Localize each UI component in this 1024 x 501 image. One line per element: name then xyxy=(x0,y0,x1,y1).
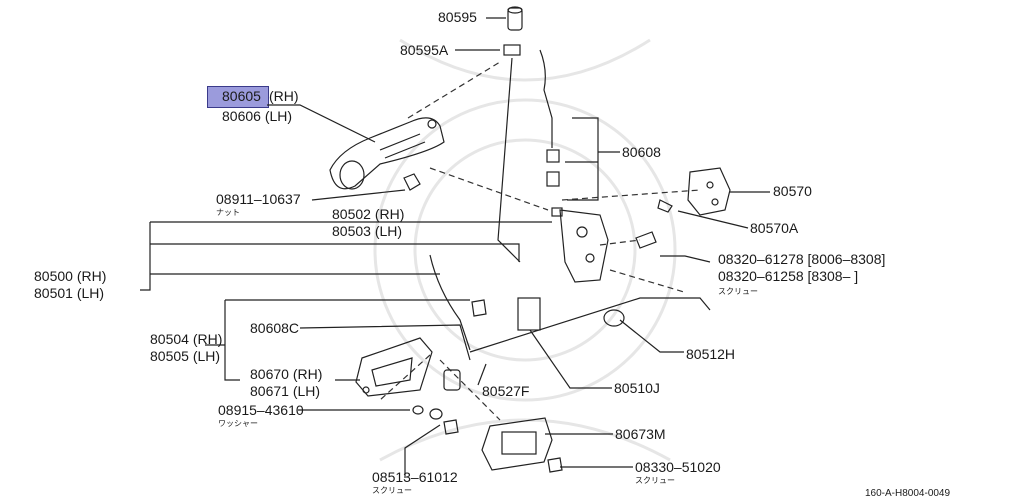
label-80670: 80670 (RH) xyxy=(250,366,323,382)
leader-80527f xyxy=(477,363,487,386)
part-08911 xyxy=(403,173,421,191)
part-80608-lower xyxy=(546,171,560,187)
label-80595: 80595 xyxy=(438,9,477,25)
leader-08911 xyxy=(311,189,406,201)
diagram-reference: 160-A-H8004-0049 xyxy=(865,488,951,499)
bracket-80500 xyxy=(140,222,151,291)
label-80503: 80503 (LH) xyxy=(332,223,403,239)
part-door-lock xyxy=(551,207,609,283)
label-80608c: 80608C xyxy=(250,320,300,336)
label-08513: 08513–61012 xyxy=(372,469,458,485)
label-80570: 80570 xyxy=(773,183,812,199)
label-80527f: 80527F xyxy=(482,383,530,399)
part-80608c xyxy=(443,369,461,391)
rod-80608 xyxy=(539,49,553,148)
part-80570 xyxy=(687,167,731,216)
part-08330 xyxy=(547,457,563,473)
label-08330: 08330–51020 xyxy=(635,459,721,475)
label-80505: 80505 (LH) xyxy=(150,348,221,364)
part-80512h xyxy=(603,309,625,327)
label-80671: 80671 (LH) xyxy=(250,383,321,399)
label-08911: 08911–10637 xyxy=(216,191,301,207)
highlight-box xyxy=(207,86,269,108)
label-80501: 80501 (LH) xyxy=(34,285,105,301)
label-80570a: 80570A xyxy=(750,220,799,236)
part-80570a xyxy=(657,199,673,213)
part-80595a xyxy=(503,44,521,56)
part-80670-inside-handle xyxy=(355,337,433,397)
leader-80510j xyxy=(529,329,612,389)
leader-80608 xyxy=(567,117,599,201)
label-08915: 08915–43610 xyxy=(218,402,304,418)
label-screw-c: スクリュー xyxy=(635,476,675,485)
label-80673m: 80673M xyxy=(615,426,666,442)
label-80510j: 80510J xyxy=(614,380,660,396)
label-washer: ワッシャー xyxy=(218,419,258,428)
rod-80502 xyxy=(497,57,521,263)
part-80527f xyxy=(471,299,487,317)
part-08320 xyxy=(635,231,657,249)
rod-80608c xyxy=(469,297,711,353)
part-80595 xyxy=(507,7,523,31)
label-80606: 80606 (LH) xyxy=(222,108,293,124)
label-80504: 80504 (RH) xyxy=(150,331,223,347)
part-08915-washer xyxy=(412,405,424,415)
leader-08320 xyxy=(660,255,711,263)
leader-08513 xyxy=(404,424,441,478)
leader-80608c xyxy=(299,324,471,361)
part-80608-upper xyxy=(546,149,560,163)
label-80512h: 80512H xyxy=(686,346,736,362)
label-80595a: 80595A xyxy=(400,42,449,58)
label-80608: 80608 xyxy=(622,144,661,160)
rod-80504 xyxy=(429,254,471,351)
label-nut: ナット xyxy=(216,208,240,217)
leader-80503 xyxy=(150,243,520,262)
label-80502: 80502 (RH) xyxy=(332,206,405,222)
label-08320b: 08320–61258 [8308– ] xyxy=(718,268,859,284)
part-80605-handle xyxy=(329,117,445,190)
label-08320a: 08320–61278 [8006–8308] xyxy=(718,251,886,267)
label-80605: 80605 xyxy=(222,88,261,104)
label-screw-a: スクリュー xyxy=(718,287,758,296)
label-80500: 80500 (RH) xyxy=(34,268,107,284)
label-rh: (RH) xyxy=(269,88,299,104)
leader-80512h xyxy=(619,319,684,353)
part-80673m-bezel xyxy=(481,417,553,471)
watermark-crest xyxy=(373,38,677,462)
part-80510j xyxy=(517,297,541,331)
leader-80570a xyxy=(677,210,749,229)
label-screw-b: スクリュー xyxy=(372,486,412,495)
leader-80605 xyxy=(267,104,376,143)
part-08513 xyxy=(443,419,459,435)
